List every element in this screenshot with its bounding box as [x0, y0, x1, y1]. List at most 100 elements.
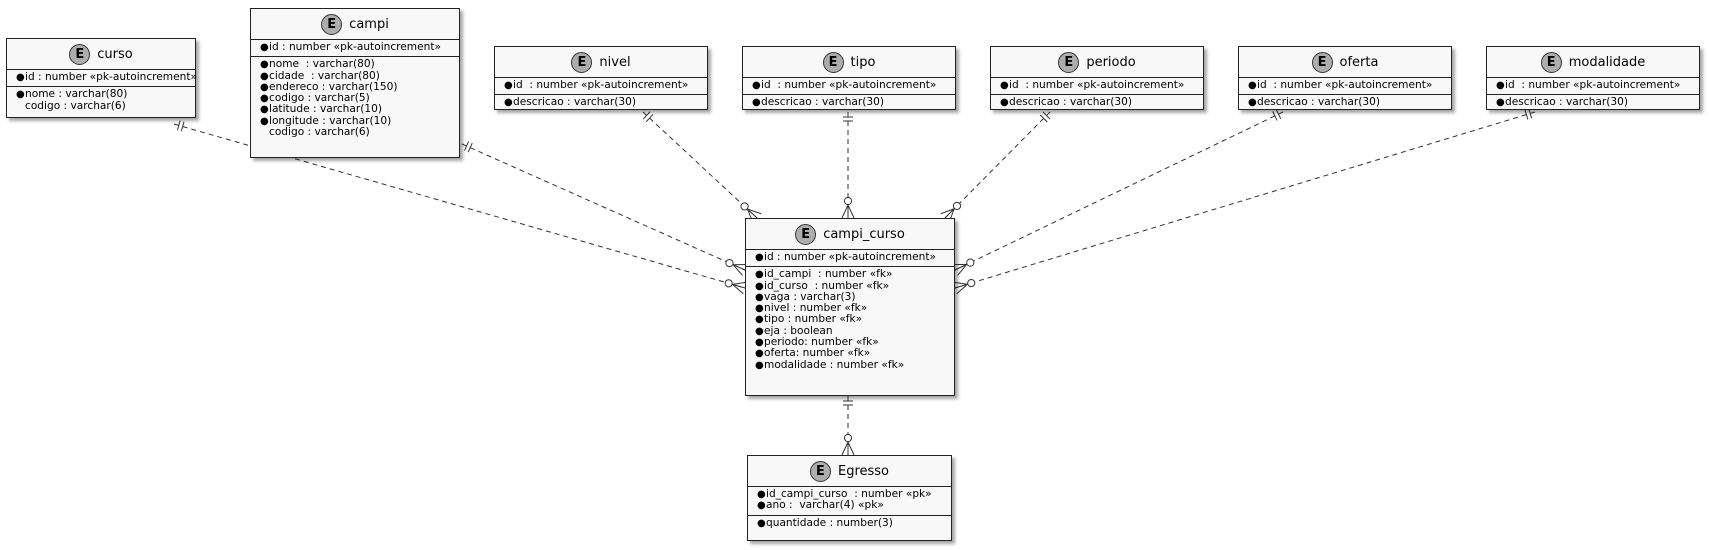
zero-circle-icon [967, 278, 976, 288]
key-attribute: ●id : number «pk-autoincrement» [16, 71, 197, 83]
entity-badge-icon: E [809, 460, 831, 482]
one-bar-icon [467, 142, 473, 153]
key-attribute: ●id : number «pk-autoincrement» [1496, 79, 1699, 91]
entity-name: campi_curso [823, 226, 905, 242]
attribute-text: id : number «pk-autoincrement» [513, 79, 689, 91]
key-attribute: ●id : number «pk-autoincrement» [1000, 79, 1203, 91]
attribute: ●endereco : varchar(150) [260, 80, 459, 93]
entity-attribute-section: ●descricao : varchar(30) [991, 94, 1203, 111]
attribute-text: id_curso : number «fk» [764, 279, 890, 292]
zero-circle-icon [724, 279, 733, 288]
entity-key-section: ●id : number «pk-autoincrement» [1239, 77, 1451, 94]
relationship-modalidade-campi_curso [953, 108, 1536, 295]
entity-key-section: ●id : number «pk-autoincrement» [1487, 77, 1699, 94]
attribute-text: nome : varchar(80) [25, 88, 128, 101]
attribute: ●descricao : varchar(30) [504, 96, 707, 109]
entity-key-section: ●id : number «pk-autoincrement» [251, 39, 459, 56]
zero-circle-icon [843, 433, 853, 443]
relationship-tipo-campi_curso [841, 112, 855, 219]
attribute-text: descricao : varchar(30) [1009, 96, 1133, 109]
entity-attribute-section: ●descricao : varchar(30) [743, 94, 955, 111]
attribute: ●cidade : varchar(80) [260, 70, 459, 82]
key-attribute: ●id : number «pk-autoincrement» [1248, 79, 1451, 91]
attribute-text: nome : varchar(80) [269, 58, 375, 71]
relationship-line [954, 111, 1536, 289]
mandatory-dot-icon: ● [260, 115, 269, 127]
entity-attribute-section: ●descricao : varchar(30) [1239, 94, 1451, 111]
entity-badge-icon: E [571, 51, 593, 73]
relationship-nivel-campi_curso [642, 111, 762, 223]
crowfoot-icon [732, 283, 746, 289]
attribute-text: id : number «pk-autoincrement» [1505, 79, 1681, 91]
attribute-text: id : number «pk-autoincrement» [764, 251, 936, 263]
attribute: ●modalidade : number «fk» [755, 359, 954, 371]
zero-circle-icon [740, 202, 749, 211]
attribute: ●descricao : varchar(30) [1496, 97, 1699, 109]
attribute-text: id : number «pk-autoincrement» [1009, 79, 1185, 91]
attribute-text: vaga : varchar(3) [764, 290, 856, 303]
attribute-text: id_campi : number «fk» [764, 268, 893, 281]
crowfoot-icon [847, 204, 855, 219]
attribute-text: tipo : number «fk» [764, 313, 863, 326]
one-bar-icon [1039, 114, 1048, 123]
entity-key-section: ●id : number «pk-autoincrement» [743, 77, 955, 94]
attribute-text: id : number «pk-autoincrement» [25, 71, 197, 83]
crowfoot-icon [841, 441, 849, 456]
entity-key-section: ●id : number «pk-autoincrement» [7, 69, 197, 86]
key-attribute: ●id : number «pk-autoincrement» [755, 251, 954, 263]
attribute-text: nivel : number «fk» [764, 302, 868, 315]
one-bar-icon [1528, 108, 1533, 119]
attribute: ●oferta: number «fk» [755, 348, 954, 360]
one-bar-icon [180, 121, 185, 132]
attribute-text: descricao : varchar(30) [513, 96, 637, 109]
mandatory-dot-icon: ● [1000, 80, 1009, 91]
mandatory-dot-icon: ● [755, 291, 764, 303]
mandatory-dot-icon: ● [16, 89, 25, 101]
attribute-text: eja : boolean [764, 324, 833, 337]
crowfoot-icon [957, 264, 968, 276]
attribute-text: id : number «pk-autoincrement» [269, 41, 441, 53]
relationship-line [954, 111, 1284, 271]
mandatory-dot-icon: ● [755, 314, 764, 326]
relationship-periodo-campi_curso [940, 111, 1051, 223]
zero-circle-icon [952, 201, 962, 211]
crowfoot-icon [953, 281, 968, 285]
one-bar-icon [645, 114, 654, 123]
mandatory-dot-icon: ● [755, 325, 764, 337]
entity-badge-icon: E [69, 43, 91, 65]
attribute: codigo : varchar(6) [16, 100, 195, 112]
mandatory-dot-icon: ● [757, 500, 766, 512]
entity-key-section: ●id : number «pk-autoincrement» [746, 249, 954, 266]
crowfoot-icon [940, 208, 955, 215]
entity-attribute-section: ●id_campi : number «fk»●id_curso : numbe… [746, 266, 954, 374]
mandatory-dot-icon: ● [1496, 97, 1505, 109]
crowfoot-icon [747, 208, 758, 219]
entity-name: campi [349, 16, 389, 32]
mandatory-dot-icon: ● [504, 80, 513, 91]
relationship-line [642, 111, 758, 219]
attribute-text: periodo: number «fk» [764, 336, 879, 349]
attribute-text: endereco : varchar(150) [269, 80, 398, 93]
attribute-text: id_campi_curso : number «pk» [766, 488, 932, 500]
attribute-text: descricao : varchar(30) [1257, 96, 1381, 109]
one-bar-icon [1272, 111, 1278, 121]
entity-name: oferta [1339, 54, 1379, 70]
attribute: ●id_curso : number «fk» [755, 279, 954, 292]
mandatory-dot-icon: ● [757, 517, 766, 529]
attribute: ●periodo: number «fk» [755, 336, 954, 349]
